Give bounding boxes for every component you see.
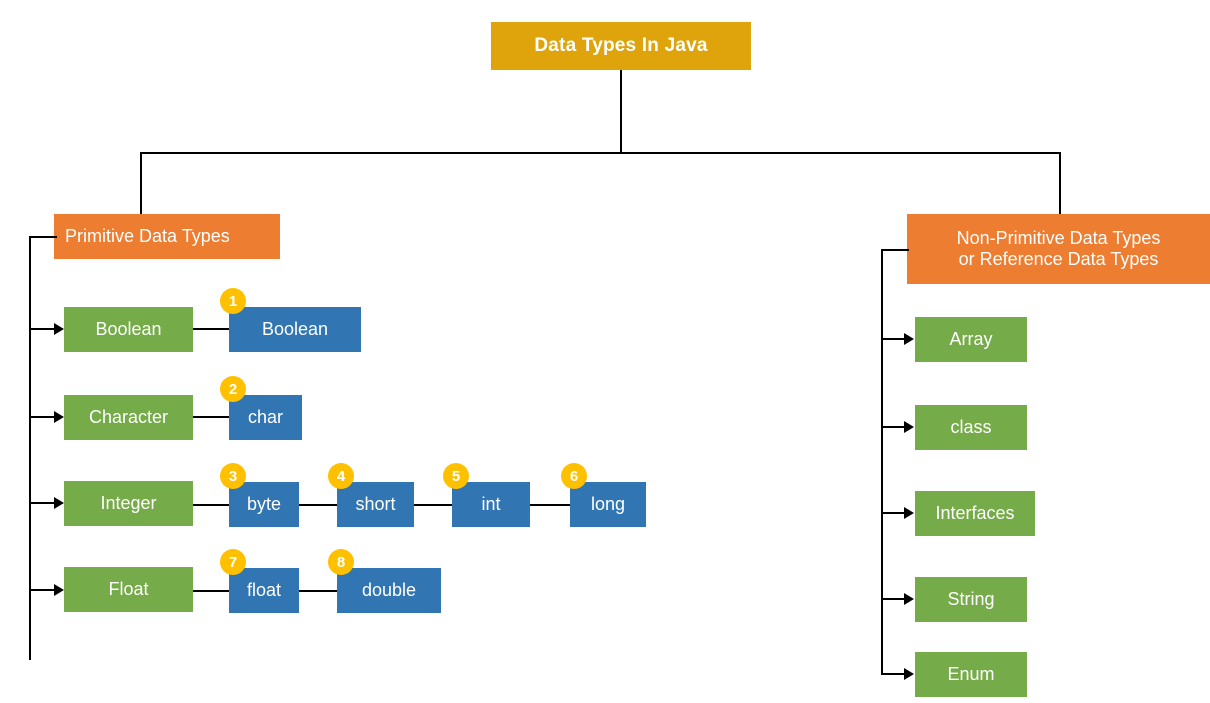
nonprimitive-node-string[interactable]: String [915, 577, 1027, 622]
badge-number-4: 4 [328, 463, 354, 489]
branch-node-primitive-data-types[interactable]: Primitive Data Types [54, 214, 280, 259]
connector-primitive-spine-top [29, 236, 57, 238]
arrow-icon-boolean [54, 323, 64, 335]
connector-nonprimitive-to-array [881, 338, 906, 340]
connector-primitive-spine [29, 236, 31, 660]
leaf-node-long[interactable]: long [570, 482, 646, 527]
branch-node-non-primitive-data-types[interactable]: Non-Primitive Data Types or Reference Da… [907, 214, 1210, 284]
connector-leaf-4-to-leaf-5 [414, 504, 452, 506]
badge-number-8: 8 [328, 549, 354, 575]
arrow-icon-class [904, 421, 914, 433]
connector-nonprimitive-to-string [881, 598, 906, 600]
arrow-icon-interfaces [904, 507, 914, 519]
badge-number-1: 1 [220, 288, 246, 314]
arrow-icon-float [54, 584, 64, 596]
connector-to-non-primitive [1059, 152, 1061, 214]
connector-to-primitive [140, 152, 142, 235]
badge-number-7: 7 [220, 549, 246, 575]
group-node-boolean[interactable]: Boolean [64, 307, 193, 352]
connector-boolean-to-leaf-1 [193, 328, 229, 330]
badge-number-2: 2 [220, 376, 246, 402]
nonprimitive-node-enum[interactable]: Enum [915, 652, 1027, 697]
nonprimitive-node-class[interactable]: class [915, 405, 1027, 450]
root-node-data-types-in-java[interactable]: Data Types In Java [491, 22, 751, 70]
arrow-icon-character [54, 411, 64, 423]
connector-primitive-to-integer [29, 502, 54, 504]
nonprimitive-node-interfaces[interactable]: Interfaces [915, 491, 1035, 536]
badge-number-3: 3 [220, 463, 246, 489]
leaf-node-byte[interactable]: byte [229, 482, 299, 527]
connector-primitive-to-character [29, 416, 54, 418]
connector-leaf-7-to-leaf-8 [299, 590, 337, 592]
group-node-character[interactable]: Character [64, 395, 193, 440]
leaf-node-double[interactable]: double [337, 568, 441, 613]
connector-primitive-to-float [29, 589, 54, 591]
connector-character-to-leaf-2 [193, 416, 229, 418]
leaf-node-boolean[interactable]: Boolean [229, 307, 361, 352]
connector-nonprimitive-to-interfaces [881, 512, 906, 514]
leaf-node-int[interactable]: int [452, 482, 530, 527]
connector-nonprimitive-spine [881, 249, 883, 675]
leaf-node-char[interactable]: char [229, 395, 302, 440]
connector-root-stem [620, 70, 622, 153]
arrow-icon-string [904, 593, 914, 605]
arrow-icon-array [904, 333, 914, 345]
connector-leaf-5-to-leaf-6 [530, 504, 570, 506]
connector-nonprimitive-spine-top [881, 249, 909, 251]
nonprimitive-node-array[interactable]: Array [915, 317, 1027, 362]
connector-leaf-3-to-leaf-4 [299, 504, 337, 506]
leaf-node-short[interactable]: short [337, 482, 414, 527]
connector-nonprimitive-to-class [881, 426, 906, 428]
group-node-float[interactable]: Float [64, 567, 193, 612]
connector-float-to-leaf-7 [193, 590, 229, 592]
connector-integer-to-leaf-3 [193, 504, 229, 506]
connector-nonprimitive-to-enum [881, 673, 906, 675]
arrow-icon-integer [54, 497, 64, 509]
badge-number-5: 5 [443, 463, 469, 489]
leaf-node-float[interactable]: float [229, 568, 299, 613]
arrow-icon-enum [904, 668, 914, 680]
connector-root-crossbar [140, 152, 1061, 154]
connector-primitive-to-boolean [29, 328, 54, 330]
badge-number-6: 6 [561, 463, 587, 489]
group-node-integer[interactable]: Integer [64, 481, 193, 526]
